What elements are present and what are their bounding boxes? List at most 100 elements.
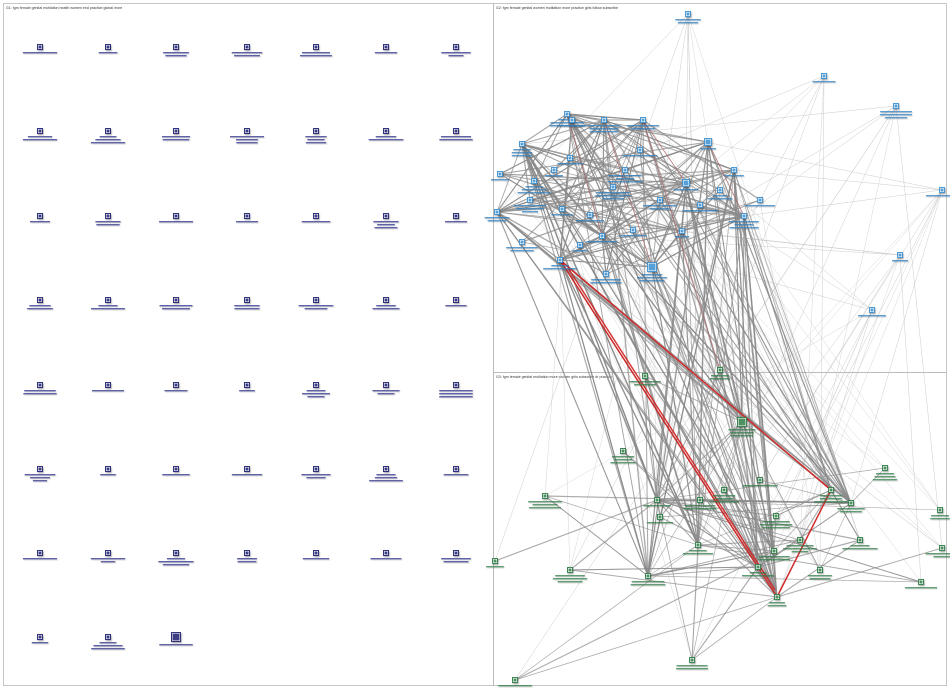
g2-node-18-label-line <box>729 227 759 229</box>
g1-node-0-4 <box>300 44 332 57</box>
edge <box>521 143 561 261</box>
g2-node-32-label-line <box>675 19 701 21</box>
edge-weighted <box>642 119 721 371</box>
g1-node-1-1 <box>90 128 126 144</box>
g1-node-4-4-label-line <box>307 396 325 398</box>
g3-node-20-label-line <box>904 587 938 589</box>
g2-node-23 <box>607 167 643 183</box>
g1-node-4-5-label-line <box>372 390 400 392</box>
g1-node-2-0-icon-fill <box>38 214 42 218</box>
edge <box>697 215 745 546</box>
g1-node-2-6-label-line <box>444 221 468 223</box>
g2-node-18-label-line <box>729 221 759 223</box>
g2-node-23-label-line <box>607 181 643 183</box>
g1-node-3-5-label-line <box>376 305 396 307</box>
g2-node-21 <box>590 271 622 284</box>
g2-node-23-label-line <box>608 175 642 177</box>
g2-node-33 <box>812 73 836 83</box>
g3-node-11-icon-fill <box>938 508 942 512</box>
g1-node-2-5-label-line <box>374 227 398 229</box>
g3-node-24-label-line <box>498 685 532 687</box>
g2-node-0-icon-fill <box>565 112 569 116</box>
g2-node-9-icon-fill <box>611 185 615 189</box>
g2-node-17-label-line <box>674 236 690 238</box>
g2-node-6 <box>490 171 510 181</box>
g2-node-11-label-line <box>724 175 744 177</box>
g2-node-25-label-line <box>682 210 718 212</box>
g2-node-18-label-line <box>734 224 754 226</box>
g1-node-2-4-icon-fill <box>314 214 318 218</box>
edge <box>569 499 658 571</box>
g1-node-0-4-icon-fill <box>314 45 318 49</box>
g2-node-34-label-line <box>884 117 908 119</box>
edge-light <box>799 75 825 541</box>
edge-light <box>697 105 897 546</box>
g1-node-0-5 <box>374 44 398 54</box>
g2-node-34 <box>880 103 912 119</box>
g3-node-9 <box>759 513 793 529</box>
g3-node-4-label-line <box>528 501 562 503</box>
g3-node-1-icon-fill <box>718 368 722 372</box>
g1-node-2-3 <box>235 213 259 223</box>
g1-node-1-2-icon-fill <box>174 129 178 133</box>
g3-node-2-label-line <box>728 429 756 431</box>
g1-node-2-3-icon-fill <box>245 214 249 218</box>
edge-light <box>642 119 832 491</box>
g1-node-5-4-icon-fill <box>314 467 318 471</box>
g3-node-14-icon-fill <box>658 515 662 519</box>
edge <box>656 182 687 501</box>
g1-node-6-0-label-line <box>22 558 58 560</box>
g3-node-14 <box>646 514 674 524</box>
g3-node-3-label-line <box>613 459 633 461</box>
g3-node-28-label-line <box>850 545 870 547</box>
g3-node-23-label-line <box>676 668 708 670</box>
g2-node-24-icon-fill <box>658 198 662 202</box>
edge <box>685 182 852 504</box>
g2-node-36-label-line <box>892 260 908 262</box>
g2-node-6-icon-fill <box>498 172 502 176</box>
g3-node-7-label-line <box>819 495 843 497</box>
edge <box>697 489 832 546</box>
g2-node-24 <box>643 197 677 210</box>
g2-node-29-icon-fill <box>718 188 722 192</box>
g3-node-26-label-line <box>786 545 814 547</box>
g2-node-7 <box>517 178 551 194</box>
g2-node-29-label-line <box>707 198 733 200</box>
g3-node-9-label-line <box>761 527 791 529</box>
g3-node-19 <box>808 567 832 580</box>
g1-node-3-0-icon-fill <box>38 298 42 302</box>
g3-node-0-icon-fill <box>643 374 647 378</box>
panel-titles: G1: fgm female genital mutilation health… <box>6 6 618 379</box>
g1-node-2-2 <box>159 213 193 223</box>
edge-light <box>601 235 901 256</box>
g1-node-6-3-label-line <box>237 561 257 563</box>
g2-node-26-label-line <box>575 220 605 222</box>
g1-node-3-5-icon-fill <box>384 298 388 302</box>
edge-light <box>651 13 689 268</box>
edge-weighted <box>603 119 653 268</box>
g1-node-2-5-label-line <box>373 221 399 223</box>
g2-node-33-label-line <box>812 81 836 83</box>
g3-node-3-label-line <box>612 456 634 458</box>
g1-node-4-4 <box>302 382 330 398</box>
g3-node-17 <box>630 573 666 586</box>
g1-node-5-0 <box>24 466 56 482</box>
edge-light <box>642 119 941 511</box>
g1-node-5-5 <box>369 466 403 482</box>
edge-light <box>559 259 571 571</box>
g1-node-1-1-label-line <box>99 136 117 138</box>
g3-node-26-label-line <box>783 548 817 550</box>
g1-node-0-1 <box>98 44 118 54</box>
g2-node-14-icon-fill <box>520 240 524 244</box>
panel-borders <box>3 3 947 686</box>
edge <box>544 495 699 546</box>
edge <box>521 143 649 577</box>
g1-node-6-6-icon-fill <box>454 551 458 555</box>
edge-light <box>601 235 721 371</box>
g2-node-23-icon-fill <box>623 168 627 172</box>
g1-node-2-2-label-line <box>159 221 193 223</box>
g2-node-2-label-line <box>626 125 660 127</box>
g2-node-19-label-line <box>543 268 577 270</box>
g2-node-3 <box>511 141 533 157</box>
edge-light <box>733 169 943 191</box>
